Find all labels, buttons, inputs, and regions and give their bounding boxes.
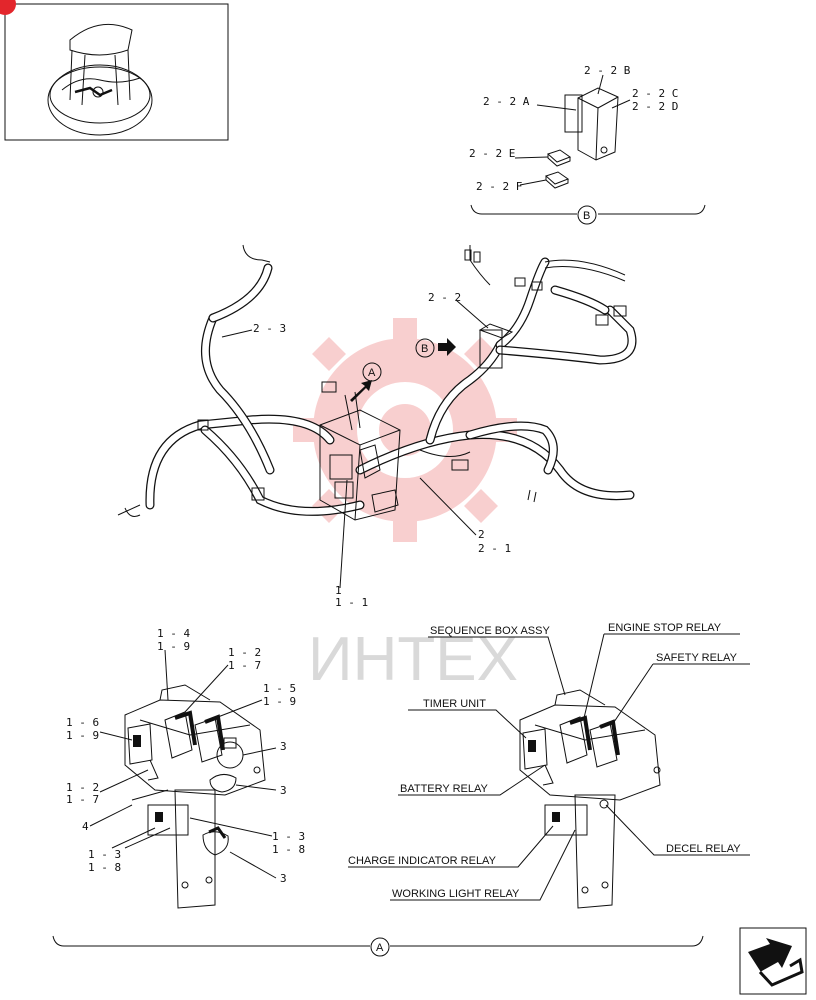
callout-2-3: 2 - 3 [253,322,286,335]
callout-1-3b: 1 - 3 [88,848,121,861]
callout-1-4: 1 - 4 [157,627,190,640]
view-arrow-b-icon: B [415,338,456,358]
callout-2-2b: 2 - 2 B [584,64,631,77]
callout-1: 1 [335,584,342,597]
detail-a-left [124,684,266,909]
callout-4: 4 [82,820,89,833]
detail-b: B [470,74,706,225]
callout-1-9b: 1 - 9 [263,695,296,708]
caption-charge-indicator-relay: CHARGE INDICATOR RELAY [348,855,497,867]
callout-3c: 3 [280,872,287,885]
callout-1-9c: 1 - 9 [66,729,99,742]
caption-battery-relay: BATTERY RELAY [400,783,488,795]
next-page-arrow-icon[interactable] [739,927,807,995]
callout-3b: 3 [280,784,287,797]
wiring-harness [117,244,637,521]
callout-1-7b: 1 - 7 [66,793,99,806]
callout-1-2a: 1 - 2 [228,646,261,659]
callout-2-2: 2 - 2 [428,291,461,304]
callout-2-1: 2 - 1 [478,542,511,555]
caption-safety-relay: SAFETY RELAY [656,652,738,664]
detail-a-right [519,689,661,909]
view-b-ref: B [421,343,428,355]
machine-thumbnail-icon[interactable] [0,0,229,141]
callout-2: 2 [478,528,485,541]
callout-1-2b: 1 - 2 [66,781,99,794]
callout-1-8b: 1 - 8 [88,861,121,874]
caption-engine-stop-relay: ENGINE STOP RELAY [608,622,722,634]
detail-a-ref: A [376,942,384,954]
callout-1-5: 1 - 5 [263,682,296,695]
caption-decel-relay: DECEL RELAY [666,843,741,855]
view-a-ref: A [368,367,376,379]
view-arrow-icon: A [350,362,382,402]
callout-1-1: 1 - 1 [335,596,368,609]
caption-sequence-box: SEQUENCE BOX ASSY [430,625,550,637]
callout-2-2c: 2 - 2 C [632,87,678,100]
callout-1-9a: 1 - 9 [157,640,190,653]
callout-2-2a: 2 - 2 A [483,95,530,108]
caption-working-light-relay: WORKING LIGHT RELAY [392,888,520,900]
caption-timer-unit: TIMER UNIT [423,698,486,710]
callout-1-3a: 1 - 3 [272,830,305,843]
detail-a-bracket: A [52,935,704,957]
callout-1-7a: 1 - 7 [228,659,261,672]
callout-2-2d: 2 - 2 D [632,100,678,113]
callout-3a: 3 [280,740,287,753]
callout-1-6: 1 - 6 [66,716,99,729]
detail-b-ref: B [583,210,590,222]
callout-1-8a: 1 - 8 [272,843,305,856]
callout-2-2f: 2 - 2 F [476,180,522,193]
callout-2-2e: 2 - 2 E [469,147,515,160]
